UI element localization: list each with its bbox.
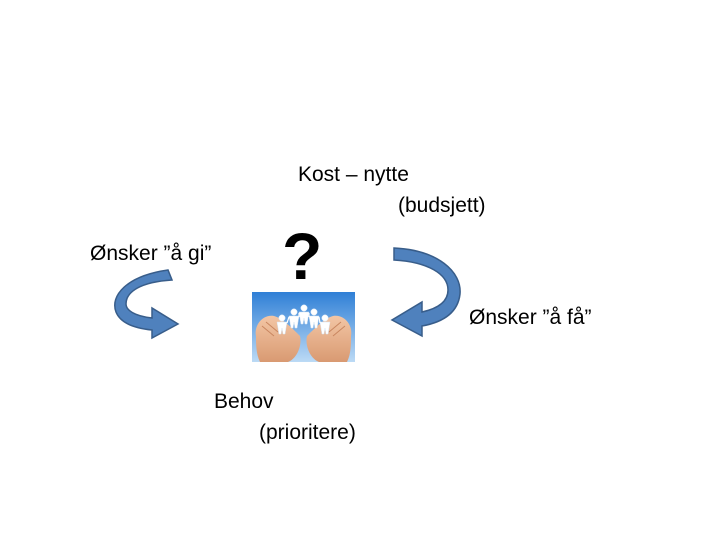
- prioritize-label: (prioritere): [259, 421, 356, 444]
- curved-arrow-right-icon: [390, 247, 461, 338]
- wish-to-give-label: Ønsker ”å gi”: [90, 242, 212, 265]
- needs-label: Behov: [214, 390, 274, 413]
- question-mark: ?: [282, 219, 323, 293]
- hands-holding-people-icon: [252, 292, 355, 362]
- wish-to-receive-label: Ønsker ”å få”: [469, 306, 592, 329]
- cost-benefit-label: Kost – nytte: [298, 163, 409, 186]
- budget-label: (budsjett): [398, 194, 486, 217]
- curved-arrow-left-icon: [114, 269, 180, 340]
